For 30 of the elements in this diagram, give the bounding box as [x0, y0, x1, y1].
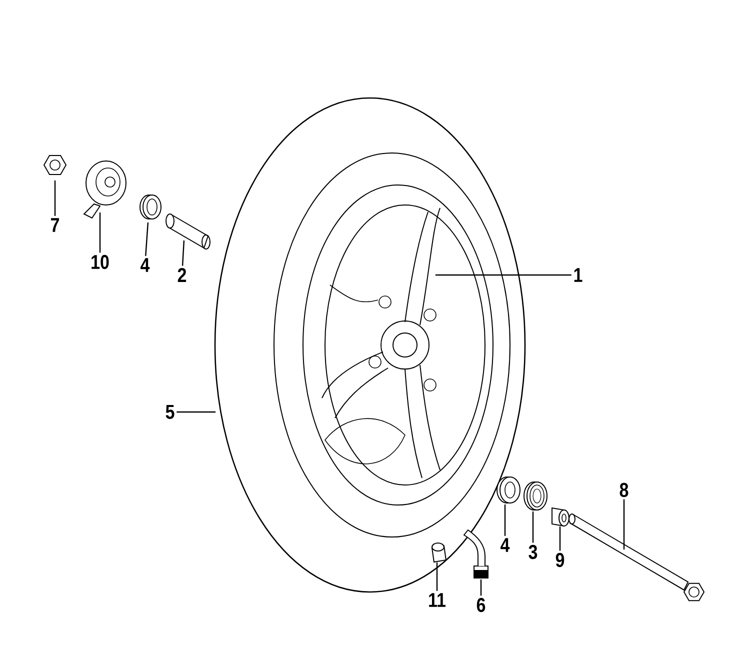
callout-number: 10	[92, 254, 109, 270]
tire-drawing	[214, 97, 526, 593]
valve-drawing	[464, 530, 488, 578]
leader-line	[176, 411, 216, 413]
collar-drawing	[140, 194, 162, 220]
callout-number: 4	[140, 258, 150, 272]
leader-line	[480, 579, 482, 596]
leader-line	[435, 274, 572, 276]
bushing-drawing	[166, 214, 210, 250]
seal-drawing	[524, 482, 548, 510]
speedometer-gear-drawing	[83, 160, 126, 219]
callout-number: 9	[556, 552, 564, 568]
callout-number: 4	[500, 538, 510, 552]
leader-line	[145, 222, 149, 256]
callout-number: 11	[429, 593, 446, 607]
callout-number: 3	[528, 544, 538, 560]
callout-number: 7	[51, 218, 59, 232]
callout-number: 6	[476, 598, 486, 612]
leader-line	[99, 212, 101, 253]
washer-drawing	[496, 476, 520, 504]
callout-number: 2	[178, 268, 186, 282]
leader-line	[54, 180, 56, 216]
leader-line	[623, 499, 625, 550]
callout-number: 8	[620, 482, 628, 498]
leader-line	[532, 511, 534, 543]
leader-line	[182, 240, 185, 266]
leader-line	[559, 526, 561, 551]
callout-number: 1	[574, 268, 582, 282]
leader-line	[504, 504, 506, 536]
callout-number: 5	[166, 405, 174, 419]
